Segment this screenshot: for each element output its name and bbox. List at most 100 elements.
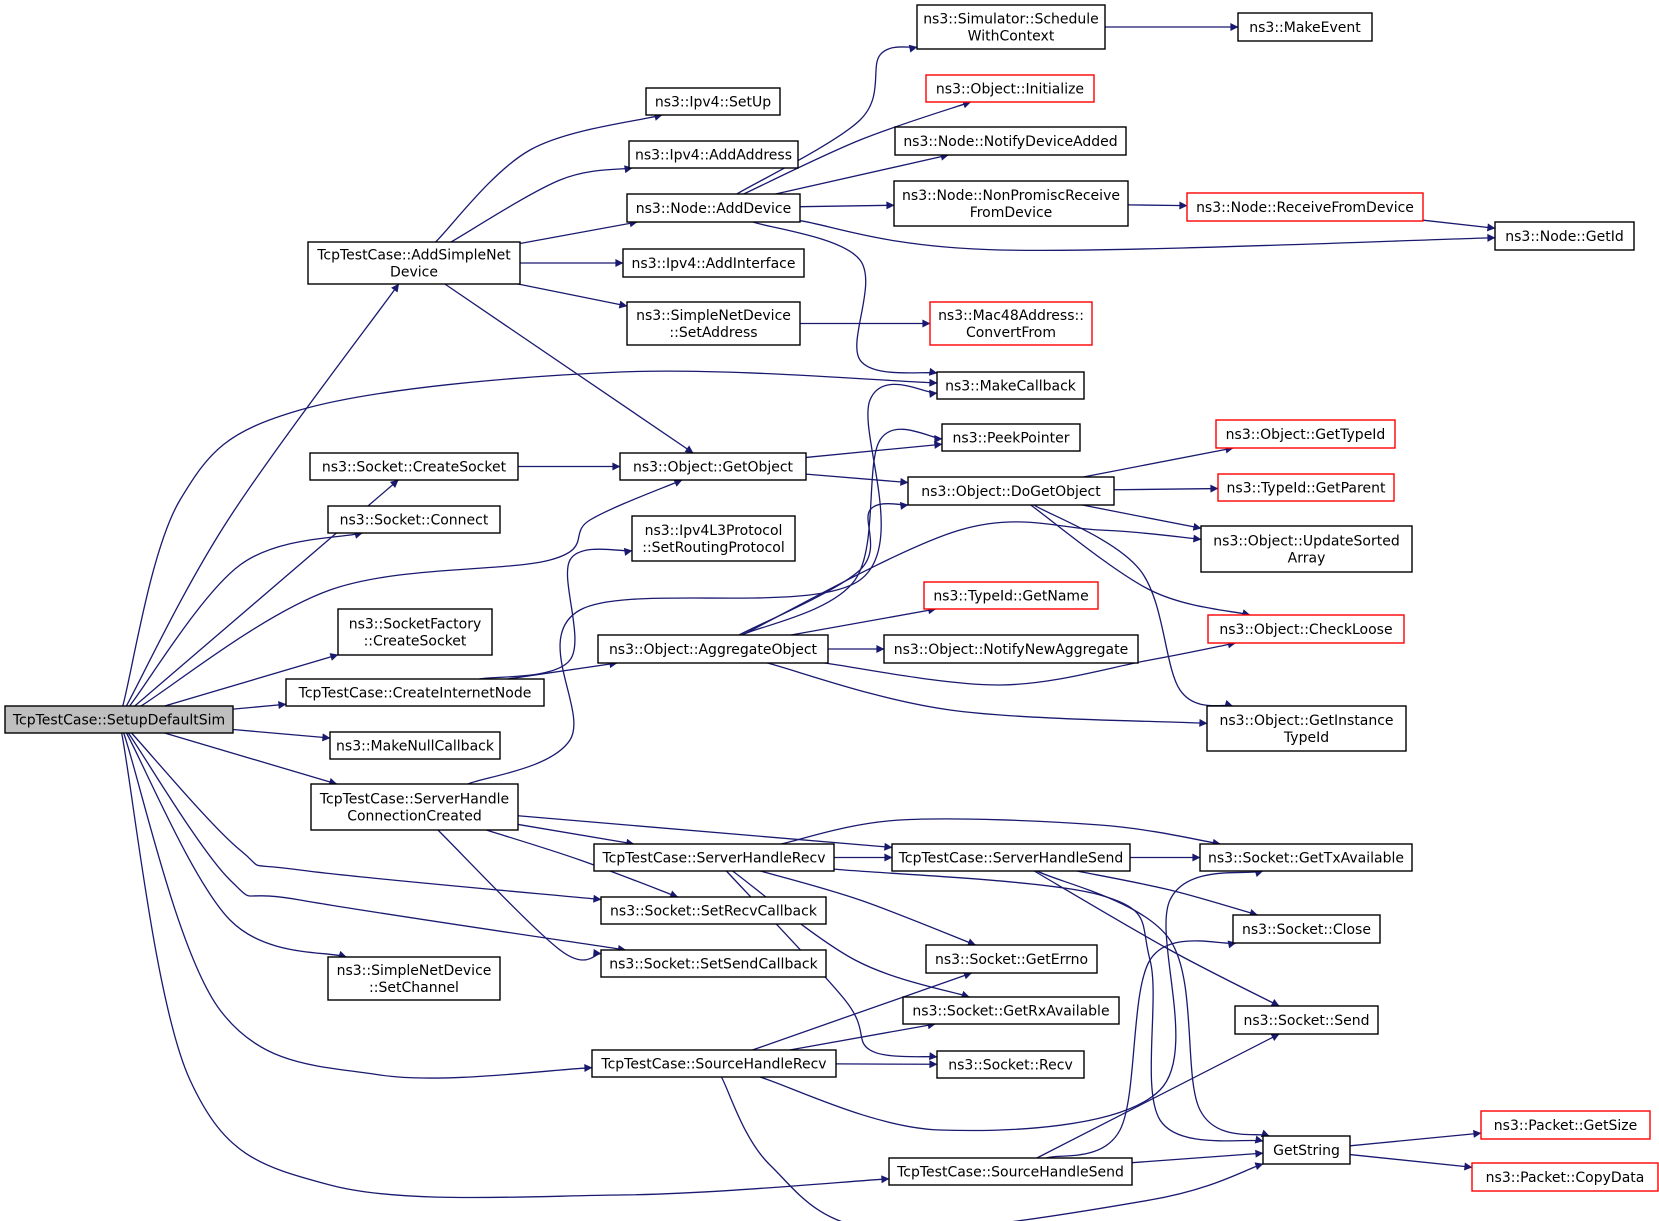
node-send[interactable]: ns3::Socket::Send — [1234, 1005, 1379, 1035]
node-label: ns3::Node::NonPromiscReceive — [902, 188, 1120, 204]
node-getparent[interactable]: ns3::TypeId::GetParent — [1217, 473, 1395, 502]
node-ipv4addaddr[interactable]: ns3::Ipv4::AddAddress — [628, 140, 799, 169]
node-serverrecv[interactable]: TcpTestCase::ServerHandleRecv — [593, 843, 835, 872]
node-makeevent[interactable]: ns3::MakeEvent — [1237, 12, 1373, 42]
call-edge-setup-to-sockfactory — [164, 653, 339, 707]
call-edge-nodeadddevice-to-schedctx — [736, 44, 918, 195]
node-getobject[interactable]: ns3::Object::GetObject — [619, 452, 807, 481]
node-aggregate[interactable]: ns3::Object::AggregateObject — [597, 634, 829, 664]
node-label: ns3::Socket::Connect — [340, 513, 489, 529]
call-edge-getstring-to-pktcopydata — [1349, 1153, 1473, 1171]
node-label: TcpTestCase::AddSimpleNet — [316, 248, 511, 264]
node-pktcopydata[interactable]: ns3::Packet::CopyData — [1471, 1162, 1659, 1192]
node-label: ConvertFrom — [966, 325, 1056, 341]
node-nodeadddevice[interactable]: ns3::Node::AddDevice — [626, 193, 801, 223]
node-pktgetsize[interactable]: ns3::Packet::GetSize — [1480, 1110, 1651, 1140]
node-sourcesend[interactable]: TcpTestCase::SourceHandleSend — [888, 1157, 1133, 1186]
node-box — [1207, 614, 1405, 644]
call-edge-nodeadddevice-to-nodegetid — [799, 220, 1496, 252]
node-box — [916, 4, 1106, 50]
node-setrouting[interactable]: ns3::Ipv4L3Protocol::SetRoutingProtocol — [631, 515, 796, 562]
node-box — [600, 949, 827, 978]
node-box — [309, 452, 519, 481]
call-edge-setup-to-serverconn — [164, 732, 338, 786]
node-label: ns3::Node::NotifyDeviceAdded — [903, 134, 1117, 150]
node-close[interactable]: ns3::Socket::Close — [1232, 914, 1381, 944]
node-notifydev[interactable]: ns3::Node::NotifyDeviceAdded — [894, 126, 1127, 156]
node-setchannel[interactable]: ns3::SimpleNetDevice::SetChannel — [327, 956, 501, 1001]
call-edge-nodeadddevice-to-notifydev — [775, 152, 949, 195]
node-gettxavail[interactable]: ns3::Socket::GetTxAvailable — [1199, 843, 1413, 872]
node-recv[interactable]: ns3::Socket::Recv — [936, 1050, 1085, 1079]
call-edge-aggregate-to-typeidgetname — [790, 606, 937, 636]
node-box — [4, 705, 234, 734]
node-label: ConnectionCreated — [347, 809, 482, 825]
call-edge-dogetobject-to-getparent — [1113, 484, 1219, 493]
node-getrxavail[interactable]: ns3::Socket::GetRxAvailable — [902, 996, 1120, 1025]
node-createinternet[interactable]: TcpTestCase::CreateInternetNode — [285, 678, 545, 707]
node-box — [631, 515, 796, 562]
node-serversend[interactable]: TcpTestCase::ServerHandleSend — [891, 843, 1131, 872]
node-setup[interactable]: TcpTestCase::SetupDefaultSim — [4, 705, 234, 734]
node-getstring[interactable]: GetString — [1262, 1135, 1351, 1165]
call-edge-getobject-to-dogetobject — [805, 473, 909, 486]
node-typeidgetname[interactable]: ns3::TypeId::GetName — [923, 581, 1099, 610]
node-convertfrom[interactable]: ns3::Mac48Address::ConvertFrom — [929, 301, 1093, 346]
call-edge-addsimplenet-to-ipv4addaddr — [450, 165, 633, 243]
call-edge-setup-to-sourcesend — [121, 732, 890, 1199]
node-box — [1215, 419, 1396, 449]
node-box — [285, 678, 545, 707]
call-edge-serverrecv-to-getstring — [833, 868, 1264, 1144]
node-dogetobject[interactable]: ns3::Object::DoGetObject — [907, 476, 1115, 506]
call-edge-serverconn-to-serversend — [517, 815, 893, 851]
node-serverconn[interactable]: TcpTestCase::ServerHandleConnectionCreat… — [310, 783, 519, 831]
node-makenull[interactable]: ns3::MakeNullCallback — [329, 731, 501, 760]
node-label: ns3::Ipv4::SetUp — [655, 95, 771, 111]
node-createsocket[interactable]: ns3::Socket::CreateSocket — [309, 452, 519, 481]
node-label: ns3::MakeCallback — [945, 379, 1077, 395]
call-edge-sourcerecv-to-gettxavail — [759, 869, 1264, 1132]
node-connect[interactable]: ns3::Socket::Connect — [327, 505, 501, 534]
node-checkloose[interactable]: ns3::Object::CheckLoose — [1207, 614, 1405, 644]
node-label: ns3::Object::DoGetObject — [921, 484, 1101, 500]
node-box — [1237, 12, 1373, 42]
node-box — [936, 371, 1085, 400]
node-receivefromdev[interactable]: ns3::Node::ReceiveFromDevice — [1186, 192, 1424, 222]
node-makecallback[interactable]: ns3::MakeCallback — [936, 371, 1085, 400]
call-edge-setup-to-createinternet — [232, 700, 287, 710]
node-geterrno[interactable]: ns3::Socket::GetErrno — [925, 944, 1098, 974]
node-box — [1200, 525, 1413, 573]
call-edge-createinternet-to-aggregate — [507, 660, 618, 680]
node-nodegetid[interactable]: ns3::Node::GetId — [1494, 221, 1635, 251]
node-box — [925, 74, 1095, 103]
node-notifynewagg[interactable]: ns3::Object::NotifyNewAggregate — [883, 634, 1139, 664]
call-edge-serverrecv-to-geterrno — [760, 870, 976, 946]
node-label: ::SetRoutingProtocol — [642, 540, 785, 556]
node-sourcerecv[interactable]: TcpTestCase::SourceHandleRecv — [591, 1049, 837, 1078]
node-box — [337, 608, 493, 656]
node-gettypeid[interactable]: ns3::Object::GetTypeId — [1215, 419, 1396, 449]
node-label: ns3::Object::CheckLoose — [1219, 622, 1392, 638]
node-ipv4addif[interactable]: ns3::Ipv4::AddInterface — [622, 248, 805, 278]
node-objinit[interactable]: ns3::Object::Initialize — [925, 74, 1095, 103]
call-edge-receivefromdev-to-nodegetid — [1422, 219, 1496, 232]
call-edge-sourcerecv-to-getrxavail — [789, 1021, 936, 1051]
node-setrecvcb[interactable]: ns3::Socket::SetRecvCallback — [600, 896, 827, 925]
call-edge-nodeadddevice-to-makecallback — [752, 221, 938, 376]
node-sockfactory[interactable]: ns3::SocketFactory::CreateSocket — [337, 608, 493, 656]
node-box — [1480, 1110, 1651, 1140]
node-ipv4setup[interactable]: ns3::Ipv4::SetUp — [645, 87, 781, 116]
call-edge-sourcerecv-to-geterrno — [752, 971, 973, 1051]
node-box — [327, 505, 501, 534]
node-setsendcb[interactable]: ns3::Socket::SetSendCallback — [600, 949, 827, 978]
node-peekpointer[interactable]: ns3::PeekPointer — [941, 423, 1081, 452]
node-setaddress[interactable]: ns3::SimpleNetDevice::SetAddress — [626, 301, 801, 346]
node-box — [1217, 473, 1395, 502]
call-edge-addsimplenet-to-getobject — [444, 283, 694, 454]
